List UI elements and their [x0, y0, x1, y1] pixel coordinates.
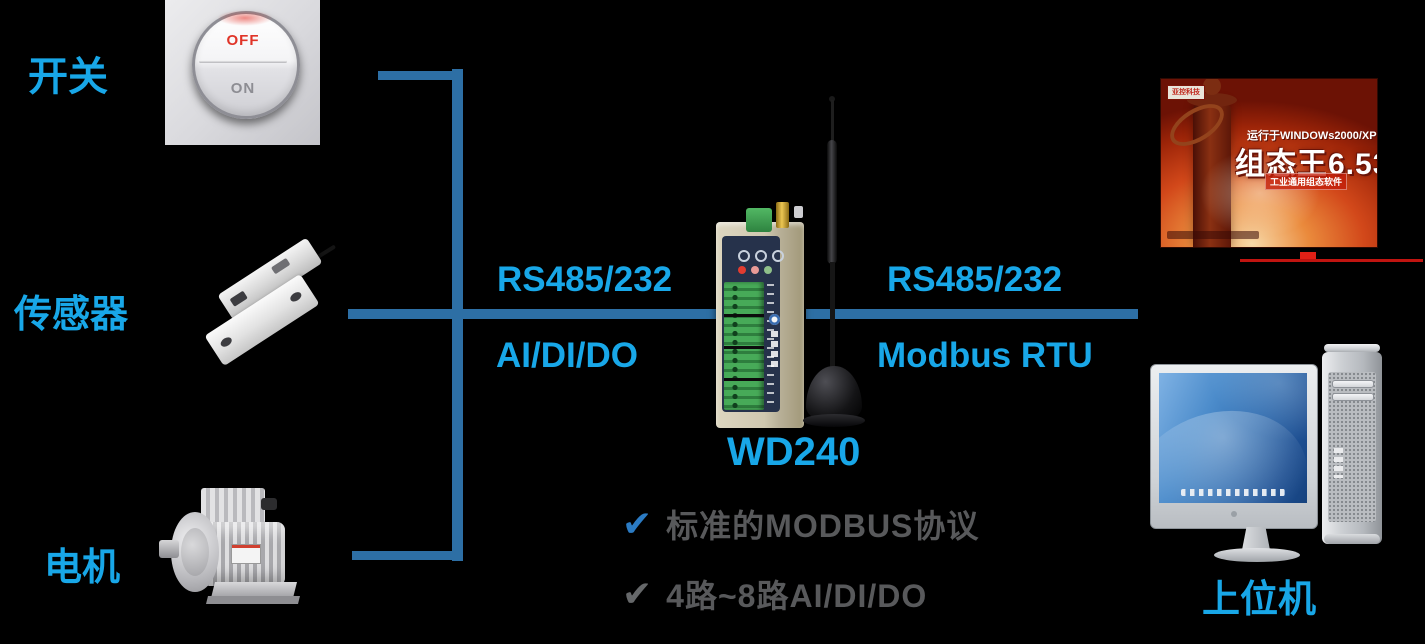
switch-on-text: ON: [230, 80, 256, 97]
motor-shaft: [159, 540, 179, 558]
tower-buttons: [1334, 448, 1343, 478]
monitor-screen: [1159, 373, 1307, 503]
tower-handle: [1324, 344, 1380, 352]
connector-switch-line: [378, 71, 463, 80]
scada-software-boxart: 亚控科技 运行于WINDOWs2000/XP 组态王6.53 工业通用组态软件: [1160, 78, 1378, 248]
optical-drive-slot: [1332, 393, 1374, 401]
motor-label: 电机: [44, 547, 121, 589]
motor-terminal-box: [201, 488, 265, 524]
status-led: [738, 250, 750, 262]
switch-off-text: OFF: [226, 32, 260, 49]
gateway-top-button: [794, 206, 803, 218]
terminal-gap: [724, 314, 764, 317]
screen-dock: [1181, 489, 1285, 496]
red-underline: [1240, 259, 1423, 262]
status-led: [755, 250, 767, 262]
right-link-modbus-label: Modbus RTU: [877, 336, 1093, 375]
antenna-rod: [827, 140, 837, 264]
terminal-gap: [724, 378, 764, 381]
boxart-subtitle: 工业通用组态软件: [1265, 173, 1348, 190]
connector-sensor-to-gateway-line: [348, 309, 718, 319]
feature-text: 标准的MODBUS协议: [666, 508, 980, 544]
antenna-base-rim: [803, 414, 865, 427]
optical-drive-slot: [1332, 380, 1374, 388]
switch-photo: OFF ON: [165, 0, 320, 145]
sensor-photo: [175, 237, 337, 367]
antenna-whip-lower: [830, 262, 835, 372]
feature-text: 4路~8路AI/DI/DO: [666, 578, 928, 614]
boxart-tagline: 运行于WINDOWs2000/XP: [1247, 130, 1377, 142]
gateway-logo-icon: [769, 314, 780, 325]
terminal-gap: [724, 346, 764, 349]
status-led: [764, 266, 772, 274]
monitor: [1150, 364, 1318, 529]
gateway-power-terminal: [746, 208, 772, 232]
sensor-hole: [288, 290, 304, 304]
motor-end-cap-inner: [181, 528, 209, 576]
left-link-io-label: AI/DI/DO: [496, 336, 638, 375]
sensor-label: 传感器: [14, 294, 129, 336]
boxart-footer-smudge: [1167, 231, 1259, 239]
check-icon: ✔: [622, 573, 653, 614]
sensor-slot: [270, 257, 291, 275]
status-led: [772, 250, 784, 262]
motor-photo: [159, 482, 315, 612]
check-icon: ✔: [622, 503, 653, 544]
sensor-slot: [229, 290, 248, 307]
host-label: 上位机: [1202, 579, 1317, 621]
connector-motor-line: [352, 551, 456, 560]
antenna-whip-upper: [831, 100, 834, 142]
tower-foot: [1324, 534, 1380, 544]
antenna-tip: [829, 96, 835, 102]
motor-cable-gland: [261, 498, 277, 510]
motor-feet: [206, 596, 300, 604]
status-led: [738, 266, 746, 274]
status-led: [751, 266, 759, 274]
gateway-brand-marks: [771, 331, 778, 367]
monitor-stand-base: [1214, 548, 1300, 562]
gateway-model-label: WD240: [727, 430, 861, 474]
switch-knob: OFF ON: [192, 10, 300, 119]
light-bloom: [1195, 145, 1325, 241]
antenna-magnetic-base: [806, 366, 862, 422]
right-link-protocol-label: RS485/232: [887, 260, 1063, 299]
gateway-led-row-2: [738, 266, 772, 274]
pillar-ornament: [1203, 79, 1221, 95]
feature-item: ✔ 标准的MODBUS协议: [622, 501, 979, 547]
gateway-pin-labels: [767, 284, 774, 406]
gateway-sma-connector: [776, 202, 789, 228]
connector-gateway-to-host-line: [806, 309, 1138, 319]
motor-nameplate: [231, 544, 261, 564]
sensor-hole: [219, 335, 234, 349]
red-marker: [1300, 252, 1316, 260]
left-link-protocol-label: RS485/232: [497, 260, 673, 299]
vendor-logo: 亚控科技: [1167, 85, 1205, 100]
switch-seam: [199, 60, 287, 63]
gateway-led-row-1: [738, 250, 784, 262]
feature-item: ✔ 4路~8路AI/DI/DO: [622, 571, 927, 617]
switch-glow: [217, 10, 273, 26]
monitor-stand-neck: [1242, 527, 1270, 550]
switch-label: 开关: [28, 55, 108, 99]
monitor-brand-dot: [1231, 511, 1237, 517]
